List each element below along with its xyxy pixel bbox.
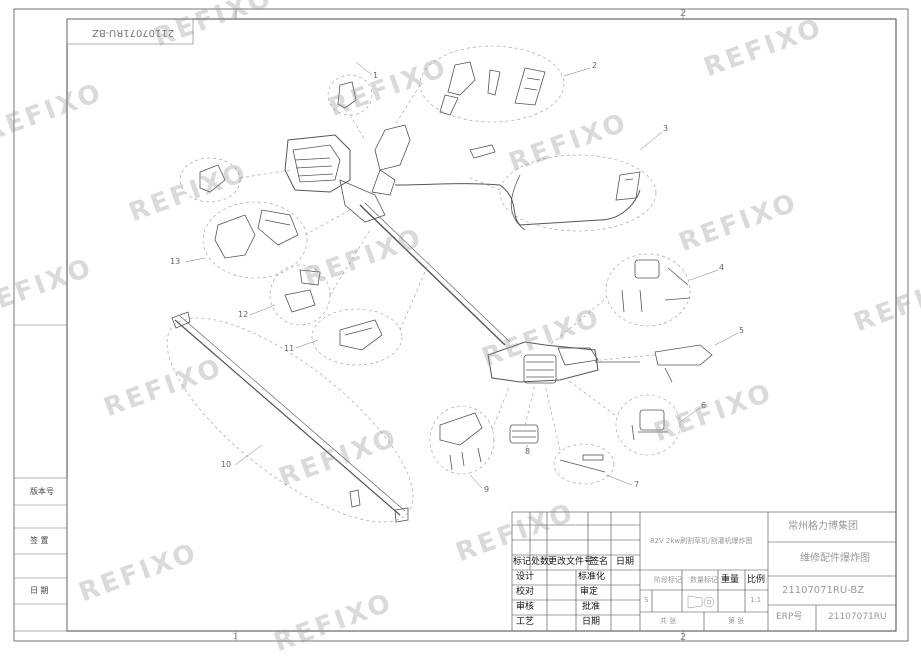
role-process: 工艺 [516,617,535,627]
role-review: 审定 [580,587,599,597]
exploded-view [171,61,713,523]
qty-mark-label: 数量标记 [690,576,718,584]
scale-label: 比例 [747,575,766,585]
title-block-grid [511,511,897,632]
stage-mark-label: 阶段标记 [654,576,682,584]
zone-label-bottom-left: 1 [233,632,239,641]
callout-10: 10 [221,460,232,469]
header-mark: 标记 [513,557,532,567]
callout-2: 2 [592,61,598,70]
scale-value: 1:1 [750,596,762,604]
role-standardization: 标准化 [578,572,606,582]
callout-3: 3 [663,124,669,133]
header-change-doc: 更改文件号 [548,557,594,567]
role-design: 设计 [516,572,535,582]
role-approve: 批准 [582,602,601,612]
callout-11: 11 [284,344,295,353]
role-date: 日期 [582,617,601,627]
callout-7: 7 [634,480,640,489]
callout-1: 1 [373,71,379,80]
callout-9: 9 [484,485,490,494]
header-count: 处数 [531,557,550,567]
zone-label-bottom: 2 [680,632,687,643]
callout-5: 5 [739,326,745,335]
sheet-total-label: 共 张 [660,617,677,625]
callout-12: 12 [238,310,249,319]
erp-value: 21107071RU [828,612,887,622]
callout-4: 4 [719,263,725,272]
role-proofread: 校对 [516,587,535,597]
header-date: 日期 [616,557,635,567]
leader-lines [184,61,739,489]
product-name: 82V 2kw刷割草机/割灌机爆炸图 [650,537,753,545]
callout-8: 8 [525,447,531,456]
side-label-boxes [13,477,68,632]
side-label-sign: 签 置 [30,536,49,545]
stage-value: S [644,596,649,604]
role-audit: 审核 [516,602,535,612]
sheet-label: 第 张 [728,617,745,625]
code-box [66,18,194,45]
weight-label: 重量 [721,575,740,585]
drawing-number: 21107071RU-BZ [782,585,865,596]
drawing-title: 维修配件爆炸图 [800,553,870,564]
zone-label-top: 2 [680,8,687,19]
side-label-date: 日 期 [30,586,49,595]
erp-label: ERP号 [776,612,803,622]
callout-6: 6 [701,401,707,410]
side-label-version: 版本号 [30,487,54,496]
callout-13: 13 [170,257,181,266]
header-sign: 签名 [590,557,609,567]
detail-outlines [166,45,691,523]
company-name: 常州格力博集团 [788,521,858,532]
projection-symbol [687,595,715,609]
